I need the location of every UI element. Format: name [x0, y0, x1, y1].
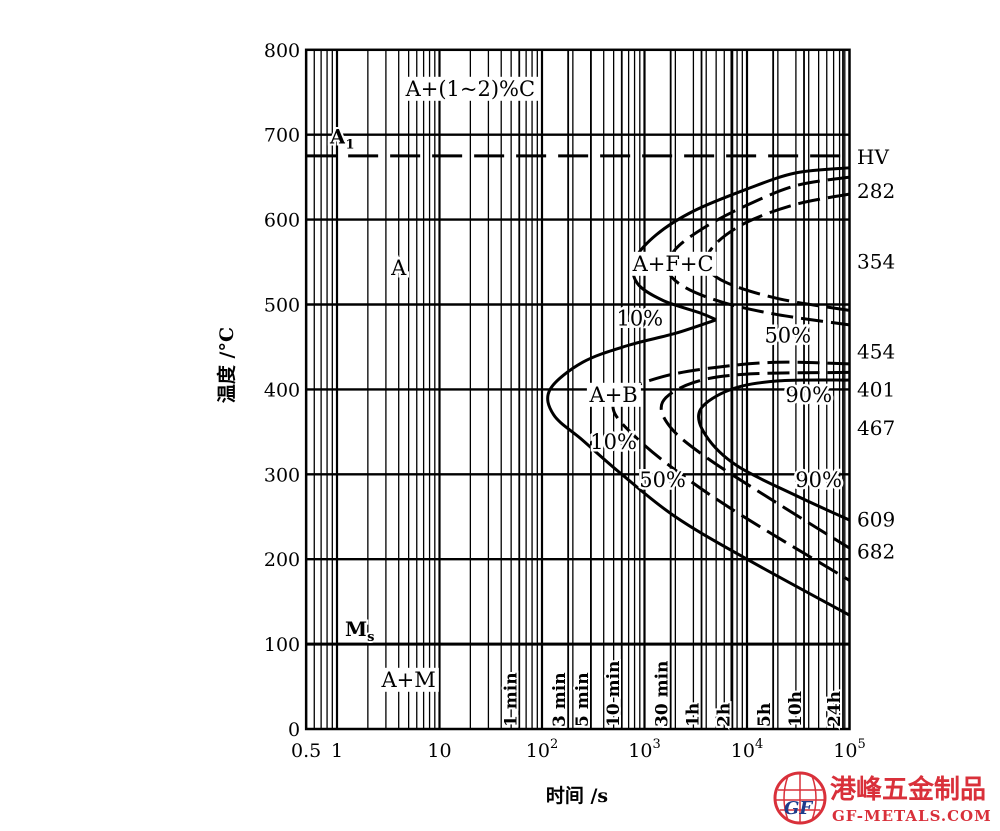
x-tick-label: 102: [526, 737, 558, 762]
y-tick-label: 0: [288, 719, 300, 741]
watermark-cn: 港峰五金制品: [830, 774, 986, 805]
region-label: 50%: [639, 468, 686, 492]
x-tick-label: 10: [427, 740, 451, 762]
hardness-value: 401: [857, 378, 895, 402]
time-marker-label: 30 min: [653, 661, 673, 727]
curve-lower-end: [697, 378, 851, 522]
region-label: 90%: [785, 383, 832, 407]
reference-label-main: A: [329, 125, 346, 149]
time-marker-label: 2h: [714, 703, 734, 727]
x-tick-base: 10: [628, 740, 652, 762]
time-marker-label: 10 min: [604, 661, 624, 727]
watermark-logo-text: GF: [784, 798, 813, 819]
time-marker-label: 10h: [786, 691, 806, 727]
hardness-value: 454: [857, 339, 895, 363]
x-tick-label: 105: [833, 737, 865, 762]
y-tick-label: 400: [264, 379, 300, 401]
time-marker-label: 3 min: [550, 672, 570, 727]
region-label: 10%: [590, 430, 637, 454]
x-tick-base: 10: [526, 740, 550, 762]
hardness-value: 354: [857, 249, 895, 273]
x-tick-label: 1: [331, 740, 343, 762]
x-tick-label: 103: [628, 737, 660, 762]
x-tick-label: 104: [731, 737, 763, 762]
x-tick-base: 10: [833, 740, 857, 762]
y-tick-label: 600: [264, 210, 300, 232]
curves: [306, 154, 851, 646]
curve-upper-start: [631, 166, 850, 322]
region-label: 50%: [764, 324, 811, 348]
reference-label-sub: s: [367, 630, 374, 645]
curve-lower-start: [546, 318, 851, 617]
x-tick-base: 1: [331, 740, 343, 762]
watermark-en: GF-METALS.COM: [832, 807, 992, 825]
y-axis-label: 温度 /°C: [215, 327, 238, 403]
reference-label-sub: 1: [346, 138, 355, 153]
time-marker-label: 1h: [684, 703, 704, 727]
x-tick-exponent: 4: [755, 737, 763, 752]
hardness-value: 467: [857, 416, 895, 440]
region-label: A+M: [378, 667, 439, 692]
region-label: A: [390, 256, 407, 280]
region-label: A+F+C: [629, 251, 717, 276]
y-tick-label: 200: [264, 549, 300, 571]
time-marker-label: 5h: [755, 703, 775, 727]
y-tick-label: 100: [264, 634, 300, 656]
x-tick-base: 0.5: [291, 740, 321, 762]
region-label: A+(1~2)%C: [402, 77, 539, 102]
y-tick-label: 700: [264, 125, 300, 147]
reference-label-Ms: Ms: [345, 617, 374, 645]
watermark: GF 港峰五金制品 GF-METALS.COM: [770, 768, 1000, 828]
hardness-value: 682: [857, 540, 895, 564]
x-tick-exponent: 5: [857, 737, 865, 752]
time-marker-label: 24h: [825, 691, 845, 727]
x-axis-label: 时间 /s: [546, 785, 608, 807]
time-marker-label: 5 min: [573, 672, 593, 727]
hardness-value: 609: [857, 507, 895, 531]
region-label: 10%: [616, 307, 663, 331]
x-tick-base: 10: [731, 740, 755, 762]
x-tick-base: 10: [427, 740, 451, 762]
hardness-header: HV: [857, 145, 889, 169]
reference-label-A1: A1: [329, 125, 355, 153]
region-label: A+B: [586, 382, 641, 407]
y-tick-label: 500: [264, 295, 300, 317]
region-label: 90%: [795, 468, 842, 492]
y-tick-label: 800: [264, 40, 300, 62]
reference-label-main: M: [345, 617, 367, 641]
time-marker-label: 1 min: [501, 672, 521, 727]
x-tick-exponent: 3: [652, 737, 660, 752]
curve-lower-75pct: [659, 370, 851, 550]
curve-upper-50pct: [666, 175, 850, 327]
plot-frame: [304, 48, 851, 731]
x-tick-label: 0.5: [291, 740, 321, 762]
x-tick-exponent: 2: [550, 737, 558, 752]
y-tick-label: 300: [264, 464, 300, 486]
hardness-value: 282: [857, 179, 895, 203]
grid: [304, 48, 851, 731]
